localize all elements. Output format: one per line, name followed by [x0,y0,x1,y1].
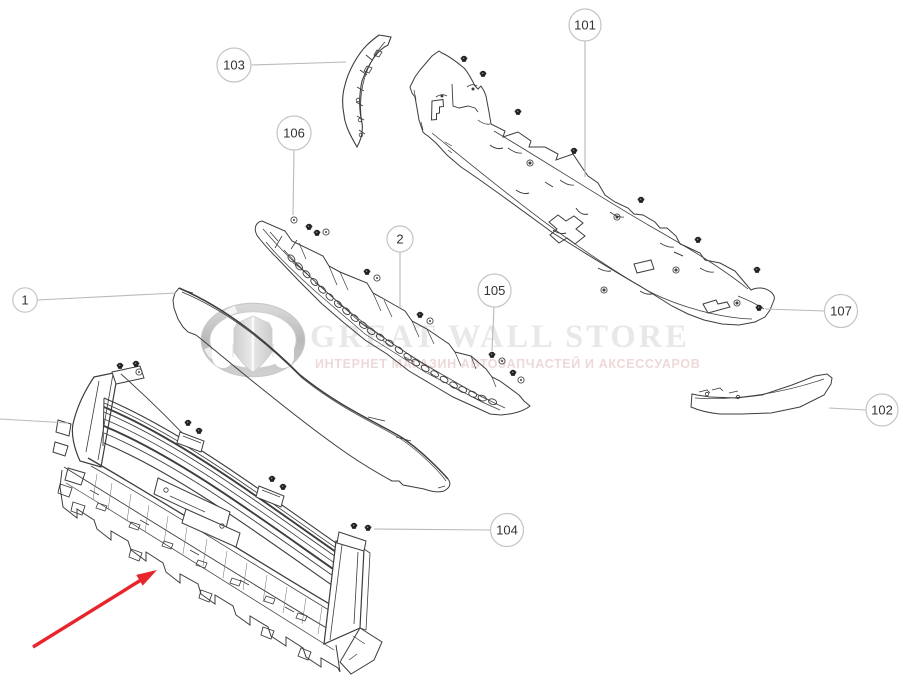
svg-text:107: 107 [830,304,852,319]
svg-text:101: 101 [574,18,596,33]
svg-text:103: 103 [223,58,245,73]
svg-text:GREAT WALL STORE: GREAT WALL STORE [310,319,690,355]
svg-text:105: 105 [484,283,506,298]
svg-text:2: 2 [396,232,403,247]
svg-text:106: 106 [283,126,305,141]
svg-text:104: 104 [496,523,518,538]
svg-text:102: 102 [871,403,893,418]
svg-text:ИНТЕРНЕТ МАГАЗИН АВТОЗАПЧАСТЕЙ: ИНТЕРНЕТ МАГАЗИН АВТОЗАПЧАСТЕЙ И АКСЕССУ… [315,356,700,371]
svg-text:1: 1 [21,293,28,308]
